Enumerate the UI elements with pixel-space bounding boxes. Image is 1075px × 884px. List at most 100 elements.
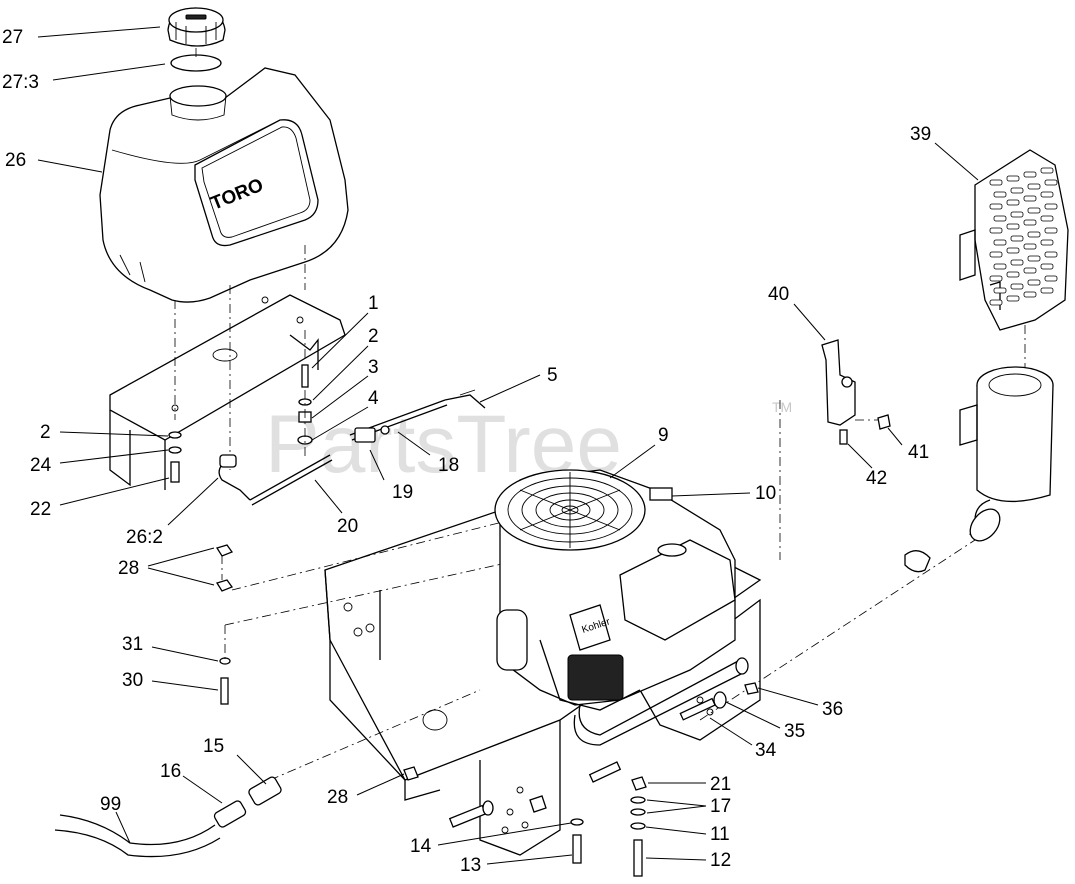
- heat-shield-slot: [993, 215, 1007, 222]
- callout-24: 24: [30, 455, 52, 476]
- heat-shield-slot: [1023, 291, 1037, 298]
- callout-39: 39: [910, 124, 931, 145]
- callout-17: 17: [710, 796, 731, 817]
- fuel-tank[interactable]: TORO: [99, 67, 349, 303]
- heat-shield-slot: [993, 191, 1007, 198]
- callout-13: 13: [460, 855, 481, 876]
- callout-5: 5: [547, 365, 558, 386]
- callout-14: 14: [410, 836, 432, 857]
- heat-shield-slot: [1040, 215, 1054, 222]
- fuel-shutoff-valve[interactable]: [248, 776, 283, 807]
- heat-shield-slot: [989, 275, 1003, 282]
- heat-shield-slot: [1027, 255, 1041, 262]
- callout-41: 41: [908, 442, 929, 463]
- heat-shield-slot: [1006, 175, 1020, 182]
- lock-nut-lower[interactable]: [403, 766, 419, 781]
- muffler[interactable]: [959, 366, 1054, 547]
- heat-shield-slot: [1006, 247, 1020, 254]
- hose-fitting[interactable]: [213, 800, 247, 829]
- washer-stack-left[interactable]: [168, 431, 182, 483]
- bolt-lower-left[interactable]: [448, 795, 547, 828]
- heat-shield-slot: [1027, 207, 1041, 214]
- bolt-washer-left[interactable]: [219, 625, 231, 705]
- heat-shield-slot: [1023, 195, 1037, 202]
- lock-nuts-upper[interactable]: [215, 544, 234, 592]
- heat-shield-slot: [1044, 227, 1058, 234]
- callout-2a: 2: [368, 326, 379, 347]
- heat-shield-slot: [993, 239, 1007, 246]
- heat-shield-slot: [1040, 287, 1054, 294]
- pipe-clamp[interactable]: [904, 550, 931, 573]
- heat-shield-slot: [1044, 179, 1058, 186]
- heat-shield-slot: [1006, 295, 1020, 302]
- heat-shield-slot: [989, 251, 1003, 258]
- cap-gasket[interactable]: [170, 48, 222, 72]
- heat-shield-slot: [1023, 219, 1037, 226]
- callout-28a: 28: [118, 558, 139, 579]
- engine[interactable]: Kohler: [494, 469, 749, 746]
- fuel-hose[interactable]: [54, 814, 221, 858]
- heat-shield-slot: [989, 179, 1003, 186]
- heat-shield-slot: [1010, 187, 1024, 194]
- callout-22: 22: [30, 499, 51, 520]
- callout-16: 16: [160, 761, 181, 782]
- callout-2b: 2: [40, 422, 51, 443]
- callout-11: 11: [710, 824, 730, 845]
- callout-4: 4: [368, 388, 379, 409]
- throttle-linkage[interactable]: [349, 389, 486, 443]
- heat-shield-slot: [1027, 183, 1041, 190]
- callout-labels: 27 27:3 26 39 1 2 3 4 5 40 2 24 22 18 19…: [2, 27, 931, 876]
- callout-9: 9: [658, 425, 669, 446]
- heat-shield-slot: [993, 263, 1007, 270]
- callout-30: 30: [122, 670, 143, 691]
- callout-42: 42: [866, 468, 887, 489]
- heat-shield-slot: [1040, 167, 1054, 174]
- heat-shield-slot: [1044, 203, 1058, 210]
- heat-shield-slot: [1023, 267, 1037, 274]
- heat-shield-slot: [1023, 171, 1037, 178]
- heat-shield-slot: [1010, 235, 1024, 242]
- heat-shield-slot: [1010, 259, 1024, 266]
- heat-shield-slot: [989, 203, 1003, 210]
- callout-21: 21: [710, 774, 731, 795]
- callout-26-2: 26:2: [126, 527, 163, 548]
- callout-99: 99: [100, 794, 121, 815]
- heat-shield-slot: [1044, 251, 1058, 258]
- bolt-washer-nut-right[interactable]: [679, 682, 759, 721]
- callout-15: 15: [203, 736, 224, 757]
- heat-shield-slot: [1044, 275, 1058, 282]
- heat-shield-slots: [989, 167, 1058, 306]
- mount-bracket-right[interactable]: [821, 339, 891, 445]
- callout-26: 26: [5, 150, 26, 171]
- callout-18: 18: [438, 455, 459, 476]
- callout-3: 3: [368, 357, 379, 378]
- heat-shield-slot: [1006, 223, 1020, 230]
- heat-shield-slot: [993, 287, 1007, 294]
- heat-shield-slot: [1040, 263, 1054, 270]
- heat-shield-slot: [1027, 231, 1041, 238]
- bolt-lower-center[interactable]: [570, 761, 622, 864]
- callout-10: 10: [755, 483, 776, 504]
- heat-shield-slot: [1040, 191, 1054, 198]
- callout-1: 1: [368, 293, 379, 314]
- callout-31: 31: [122, 634, 143, 655]
- callout-19: 19: [392, 482, 413, 503]
- watermark-trademark: TM: [772, 399, 792, 415]
- heat-shield-slot: [1010, 211, 1024, 218]
- callout-28b: 28: [327, 787, 348, 808]
- bolt-stack-right[interactable]: [630, 776, 647, 877]
- heat-shield-slot: [1023, 243, 1037, 250]
- callout-35: 35: [784, 721, 805, 742]
- heat-shield-slot: [1010, 283, 1024, 290]
- fuel-cap[interactable]: [167, 7, 226, 47]
- heat-shield-slot: [1027, 279, 1041, 286]
- heat-shield-slot: [1040, 239, 1054, 246]
- callout-40: 40: [768, 284, 789, 305]
- callout-36: 36: [822, 699, 843, 720]
- callout-12: 12: [710, 850, 731, 871]
- heat-shield-slot: [1006, 199, 1020, 206]
- fuel-line-filter[interactable]: [218, 454, 333, 506]
- heat-shield-slot: [989, 299, 1003, 306]
- callout-34: 34: [755, 740, 777, 761]
